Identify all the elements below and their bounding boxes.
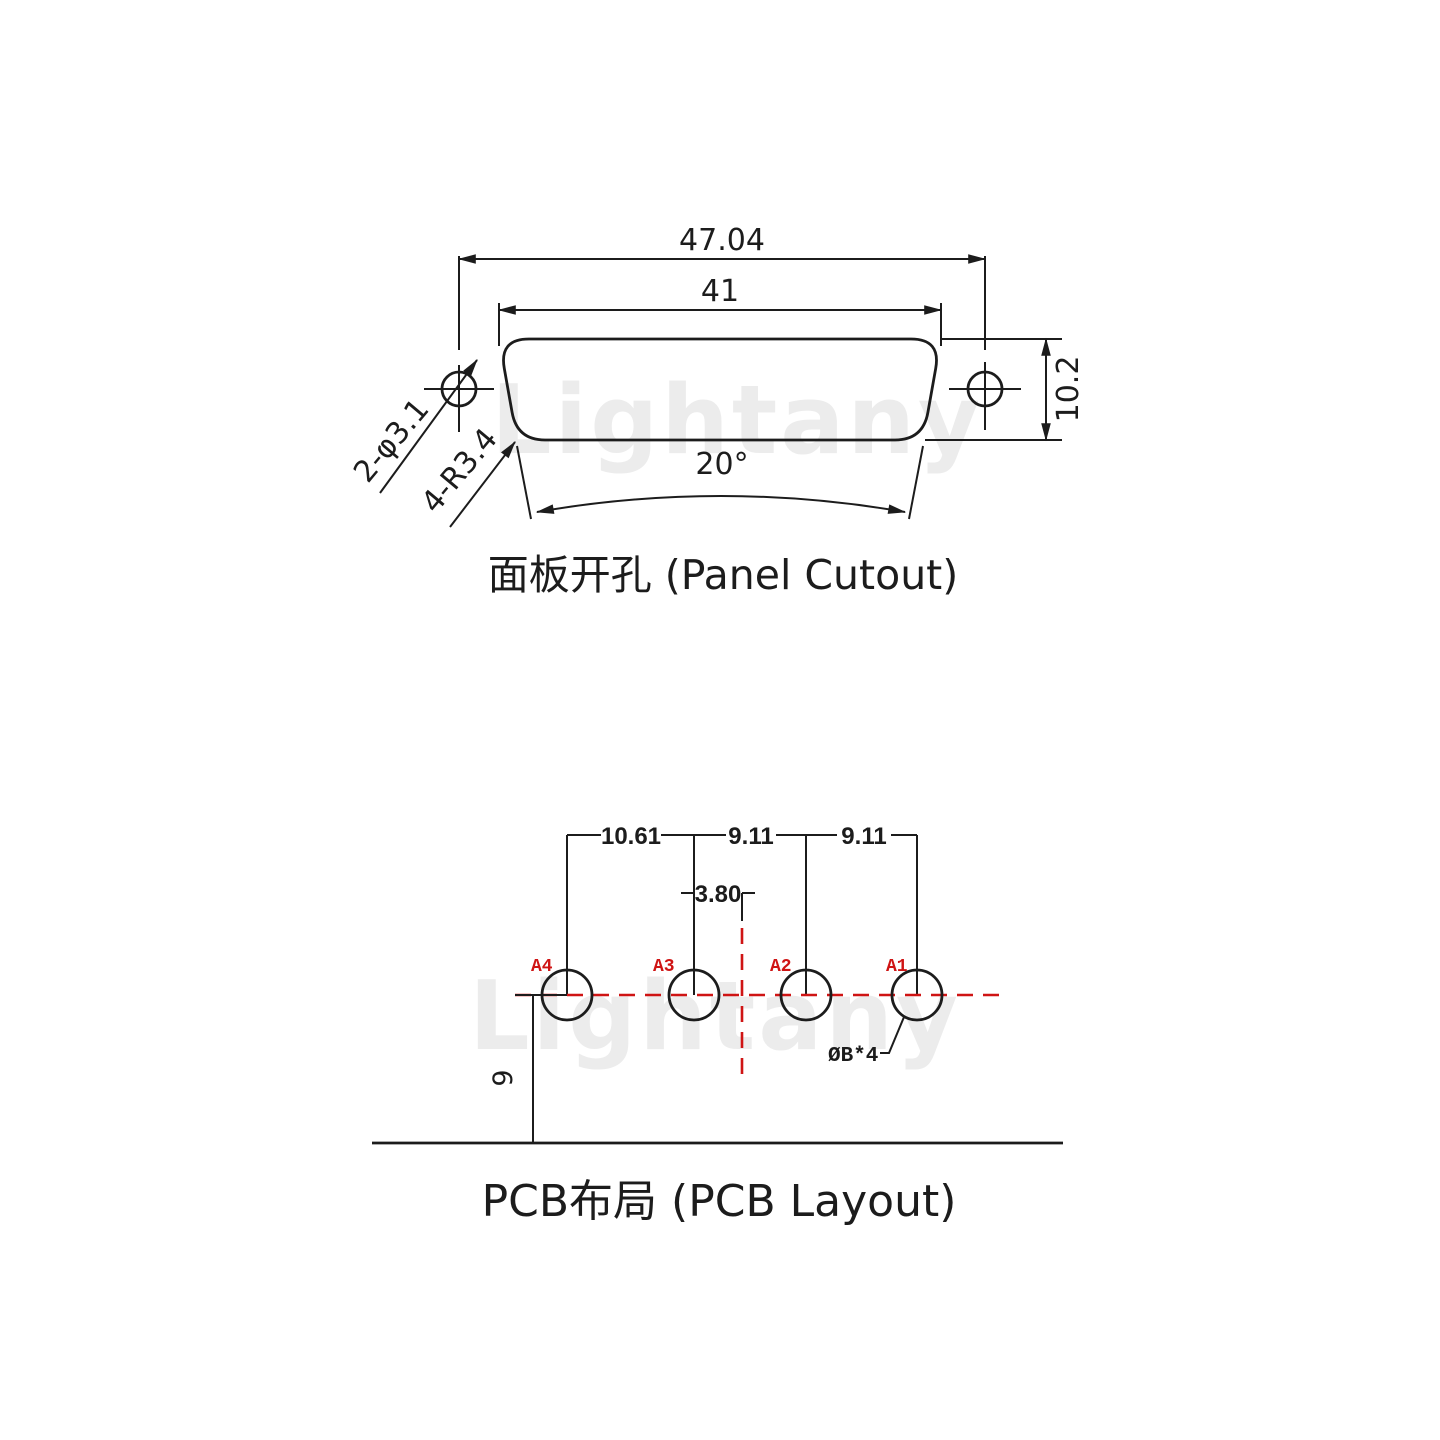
offset-bracket [741, 892, 755, 921]
dim-bottom-offset-label: 9 [488, 1069, 519, 1086]
pad-hole-a1 [890, 968, 944, 1022]
pad-hole-a3 [667, 968, 721, 1022]
dim-hole-callout-label: ØB*4 [828, 1045, 878, 1068]
pad-label-a1: A1 [886, 957, 908, 977]
dim-inner-width-label: 41 [701, 274, 739, 309]
pcb-layout-drawing: 10.61 9.11 9.11 3.80 A4 A3 A2 A1 9 ØB*4 … [372, 823, 1063, 1227]
extension-line-20deg-right [908, 445, 924, 520]
cutout-outline [502, 337, 938, 442]
dim-outer-width-label: 47.04 [679, 223, 765, 258]
leader-line-mount-holes [379, 359, 478, 494]
pad-label-a3: A3 [653, 957, 675, 977]
dim-pitch-1-label: 10.61 [601, 823, 661, 850]
watermark-text-bottom: Lightany [469, 962, 961, 1072]
dim-mount-holes-label: 2-φ3.1 [347, 392, 436, 489]
angle-arc-20deg [535, 495, 907, 514]
pcb-layout-title: PCB布局 (PCB Layout) [482, 1176, 957, 1227]
panel-cutout-title: 面板开孔 (Panel Cutout) [488, 551, 959, 599]
dim-center-offset-label: 3.80 [695, 881, 742, 908]
pad-label-a2: A2 [770, 957, 792, 977]
leader-line-hole-callout [880, 1016, 905, 1054]
dim-pitch-3-label: 9.11 [841, 823, 886, 850]
watermark-text-top: Lightany [491, 366, 983, 476]
leader-line-corner-radius [449, 441, 516, 528]
dim-angle-label: 20° [695, 447, 748, 482]
pad-hole-a2 [779, 968, 833, 1022]
dim-pitch-2-label: 9.11 [728, 823, 773, 850]
dim-height-label: 10.2 [1051, 356, 1086, 423]
extension-line-20deg-left [516, 445, 532, 520]
pad-label-a4: A4 [531, 957, 553, 977]
